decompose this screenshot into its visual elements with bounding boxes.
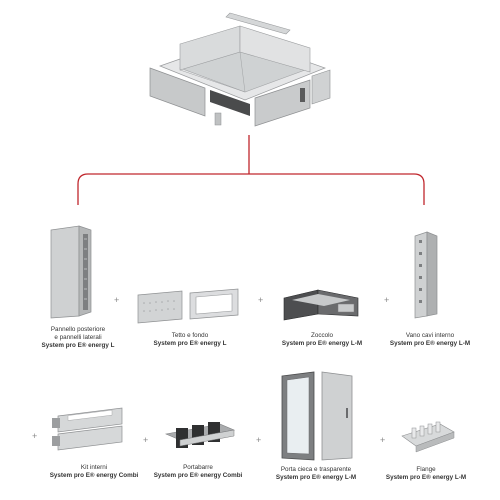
caption-portabarre: Portabarre System pro E® energy Combi [142,464,254,480]
plus-sign: + [384,295,390,305]
product-portabarre-image [160,416,240,456]
caption-product: System pro E® energy L-M [275,474,357,481]
caption-line: Tetto e fondo [171,332,209,339]
product-vano-image [405,230,445,320]
caption-zoccolo: Zoccolo System pro E® energy L-M [262,332,382,348]
caption-product: System pro E® energy L-M [281,340,363,347]
plus-sign: + [258,295,264,305]
caption-line: Flange [416,466,436,473]
caption-line: Zoccolo [310,332,334,339]
caption-line: Vano cavi interno [405,332,455,339]
caption-kit: Kit interni System pro E® energy Combi [38,464,150,480]
product-porta-image [278,368,358,464]
caption-product: System pro E® energy L [41,342,115,349]
caption-pannello: Pannello posteriore e pannelli laterali … [22,326,134,350]
caption-line: Portabarre [183,464,213,471]
plus-sign: + [256,435,262,445]
plus-sign: + [114,295,120,305]
enclosure-assembly-illustration [140,8,340,133]
caption-product: System pro E® energy L [153,340,227,347]
caption-vano: Vano cavi interno System pro E® energy L… [370,332,490,348]
product-pannello-image [45,224,97,320]
product-tetto-image [134,285,244,325]
plus-sign: + [143,435,149,445]
product-kit-image [48,404,128,454]
caption-product: System pro E® energy L-M [389,340,471,347]
product-zoccolo-image [278,284,368,324]
caption-product: System pro E® energy Combi [49,472,139,479]
product-flange-image [398,416,458,458]
caption-product: System pro E® energy Combi [153,472,243,479]
caption-line: Porta cieca e trasparente [280,466,352,473]
caption-porta: Porta cieca e trasparente System pro E® … [260,466,372,482]
caption-tetto: Tetto e fondo System pro E® energy L [130,332,250,348]
caption-line: e pannelli laterali [54,334,102,341]
caption-line: Pannello posteriore [50,326,106,333]
plus-sign: + [380,435,386,445]
caption-product: System pro E® energy L-M [385,474,467,481]
plus-sign: + [32,431,38,441]
caption-flange: Flange System pro E® energy L-M [370,466,482,482]
caption-line: Kit interni [80,464,108,471]
